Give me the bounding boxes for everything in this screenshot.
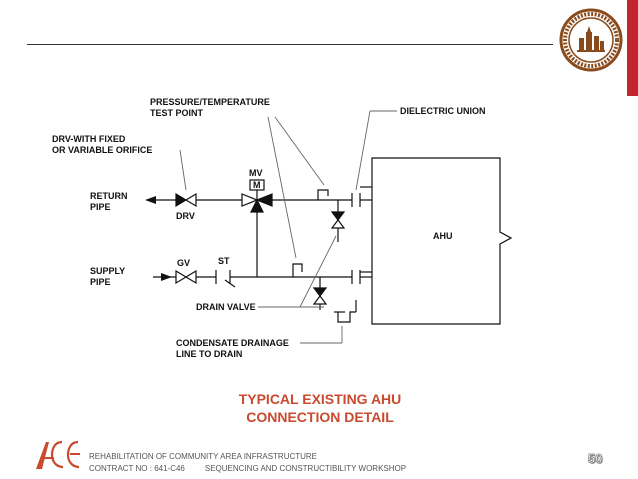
label-condensate-2: LINE TO DRAIN xyxy=(176,349,242,359)
label-mv: MV xyxy=(249,168,263,178)
footer-row-2: CONTRACT NO : 641-C46 SEQUENCING AND CONS… xyxy=(89,463,406,475)
caption-line-2: CONNECTION DETAIL xyxy=(246,409,394,425)
header-rule xyxy=(27,44,553,45)
label-supply-pipe-2: PIPE xyxy=(90,277,111,287)
footer-workshop: SEQUENCING AND CONSTRUCTIBILITY WORKSHOP xyxy=(204,464,407,473)
label-drv-orifice-1: DRV-WITH FIXED xyxy=(52,134,126,144)
diagram-caption: TYPICAL EXISTING AHU CONNECTION DETAIL xyxy=(180,390,460,426)
label-return-pipe-1: RETURN xyxy=(90,191,128,201)
label-dielectric-union: DIELECTRIC UNION xyxy=(400,106,486,116)
caption-line-1: TYPICAL EXISTING AHU xyxy=(238,391,402,407)
label-mv-box: M xyxy=(253,180,261,190)
label-drv-orifice-2: OR VARIABLE ORIFICE xyxy=(52,145,152,155)
footer-project: REHABILITATION OF COMMUNITY AREA INFRAST… xyxy=(89,452,318,461)
label-drain-valve: DRAIN VALVE xyxy=(196,302,256,312)
ahu-unit xyxy=(371,157,513,325)
label-pressure-temp-2: TEST POINT xyxy=(150,108,204,118)
label-gv: GV xyxy=(177,258,190,268)
footer-contract: CONTRACT NO : 641-C46 xyxy=(89,464,185,473)
accent-bar xyxy=(627,0,638,96)
label-pressure-temp-1: PRESSURE/TEMPERATURE xyxy=(150,97,270,107)
municipality-seal-icon xyxy=(559,8,623,72)
footer: REHABILITATION OF COMMUNITY AREA INFRAST… xyxy=(89,451,406,475)
label-supply-pipe-1: SUPPLY xyxy=(90,266,125,276)
label-ahu: AHU xyxy=(433,231,453,241)
label-return-pipe-2: PIPE xyxy=(90,202,111,212)
label-st: ST xyxy=(218,256,230,266)
label-drv: DRV xyxy=(176,211,195,221)
page-number: 50 xyxy=(588,451,603,467)
label-condensate-1: CONDENSATE DRAINAGE xyxy=(176,338,289,348)
ace-logo-icon xyxy=(36,440,80,469)
